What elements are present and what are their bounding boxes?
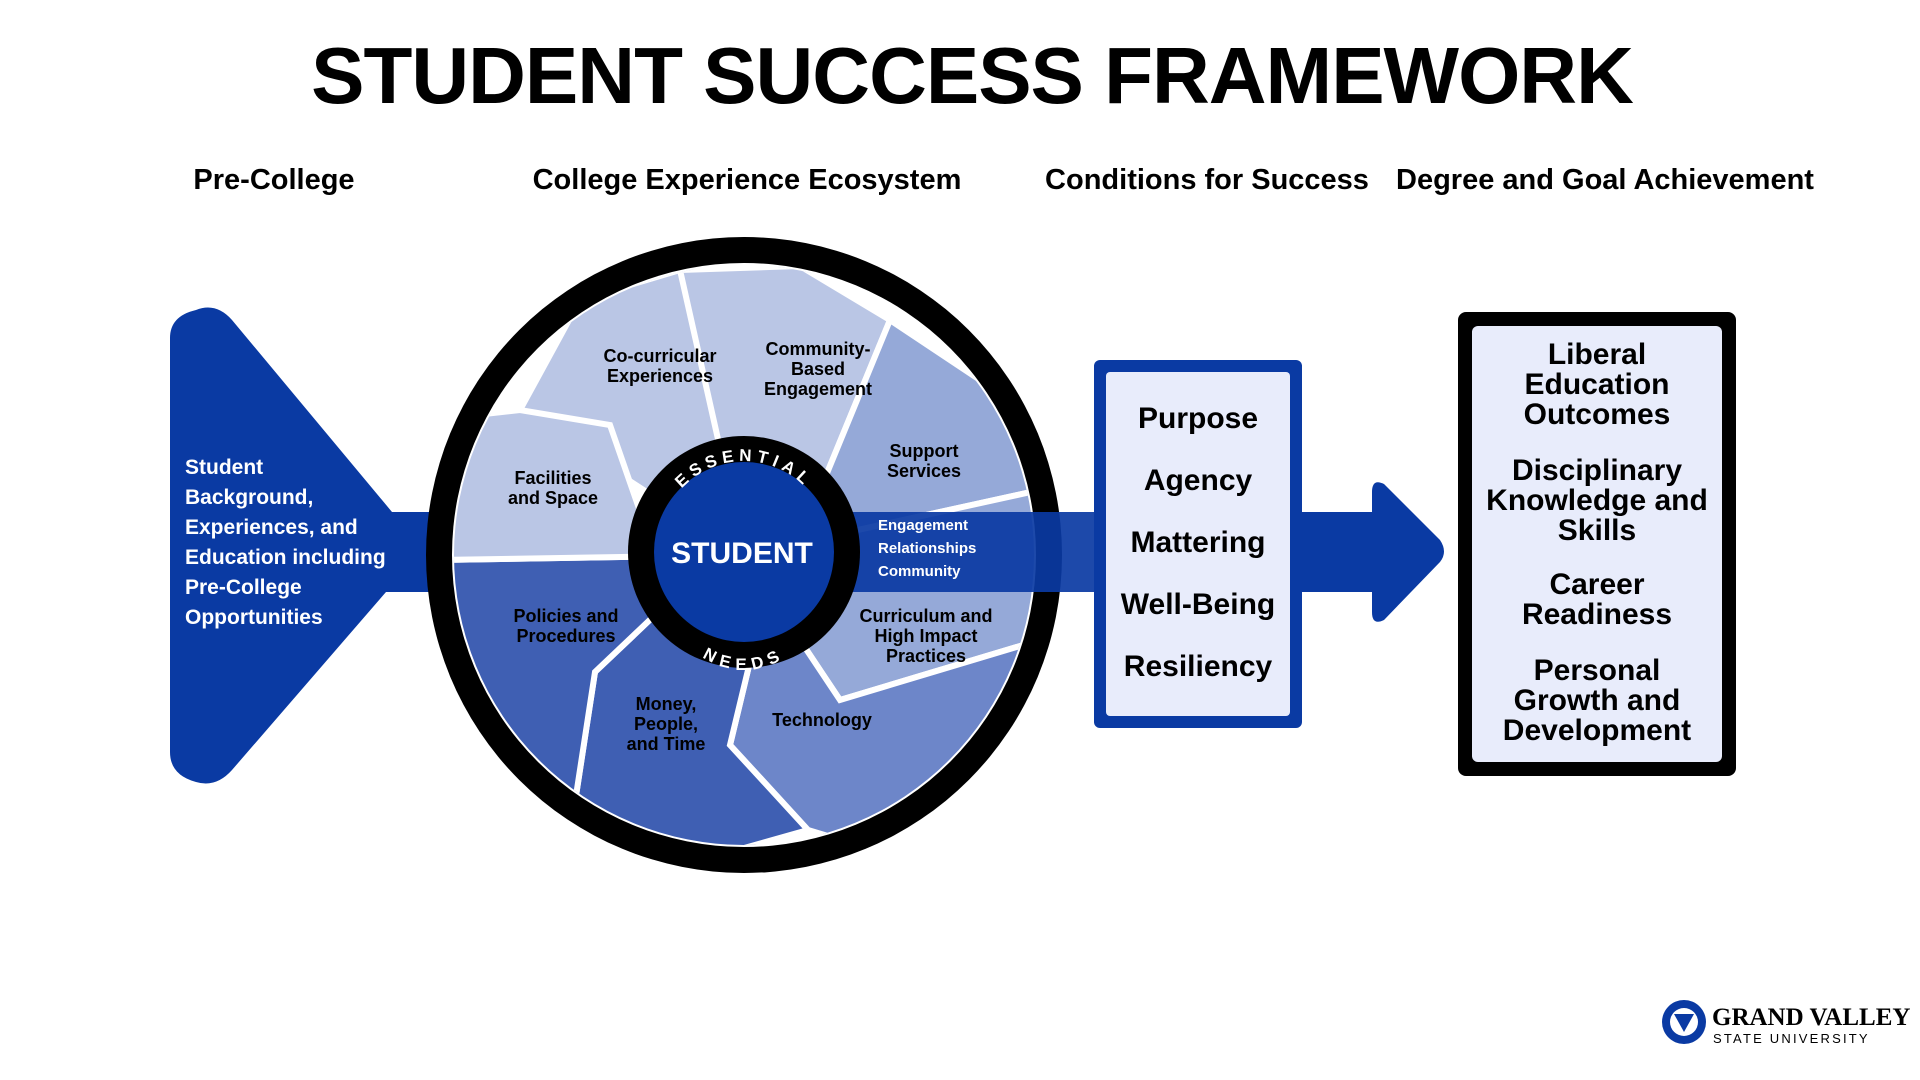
segment-label-technology: Technology bbox=[772, 710, 872, 730]
outcome-personal-growth: Growth and bbox=[1514, 684, 1681, 717]
outcomes-list: LiberalEducationOutcomesDisciplinaryKnow… bbox=[1486, 338, 1708, 747]
segment-label-support-services: Services bbox=[887, 461, 961, 481]
page-title: STUDENT SUCCESS FRAMEWORK bbox=[311, 31, 1634, 120]
outcome-disciplinary-knowledge: Disciplinary bbox=[1512, 454, 1682, 487]
segment-label-co-curricular: Experiences bbox=[607, 366, 713, 386]
outcome-liberal-education: Liberal bbox=[1548, 338, 1646, 371]
gvsu-logo-mark-v bbox=[1674, 1014, 1694, 1032]
segment-label-money-people-time: People, bbox=[634, 714, 698, 734]
outcome-liberal-education: Education bbox=[1524, 368, 1669, 401]
pre-college-line: Experiences, and bbox=[185, 516, 358, 539]
outcomes-box bbox=[1472, 326, 1722, 762]
outcome-disciplinary-knowledge: Skills bbox=[1558, 514, 1636, 547]
segment-label-community-based: Engagement bbox=[764, 379, 872, 399]
segment-label-facilities: Facilities bbox=[514, 468, 591, 488]
segment-label-community-based: Community- bbox=[766, 339, 871, 359]
logo-line2: STATE UNIVERSITY bbox=[1713, 1031, 1870, 1046]
segment-label-community-based: Based bbox=[791, 359, 845, 379]
pre-college-shape bbox=[170, 307, 460, 784]
segment-labels: Co-curricularExperiencesCommunity-BasedE… bbox=[508, 339, 993, 754]
pre-college-line: Opportunities bbox=[185, 606, 323, 629]
segment-label-curriculum: High Impact bbox=[874, 626, 977, 646]
segment-label-policies: Policies and bbox=[513, 606, 618, 626]
header-ecosystem: College Experience Ecosystem bbox=[533, 164, 962, 196]
gvsu-logo: GRAND VALLEY STATE UNIVERSITY bbox=[1662, 1000, 1910, 1046]
segment-label-curriculum: Curriculum and bbox=[859, 606, 992, 626]
header-conditions: Conditions for Success bbox=[1045, 164, 1369, 196]
outcome-liberal-education: Outcomes bbox=[1524, 398, 1671, 431]
pre-college-line: Student bbox=[185, 456, 263, 479]
condition-item: Well-Being bbox=[1121, 588, 1275, 621]
pre-college-line: Background, bbox=[185, 486, 313, 509]
header-achievement: Degree and Goal Achievement bbox=[1396, 164, 1814, 196]
band-label: Relationships bbox=[878, 540, 976, 557]
segment-label-policies: Procedures bbox=[516, 626, 615, 646]
segment-label-co-curricular: Co-curricular bbox=[603, 346, 716, 366]
outcome-career-readiness: Career bbox=[1549, 568, 1644, 601]
condition-item: Mattering bbox=[1131, 526, 1266, 559]
condition-item: Purpose bbox=[1138, 402, 1258, 435]
center-label: STUDENT bbox=[671, 537, 813, 570]
conditions-list: PurposeAgencyMatteringWell-BeingResilien… bbox=[1121, 402, 1275, 683]
logo-line1: GRAND VALLEY bbox=[1712, 1004, 1910, 1031]
arrow-head bbox=[1372, 482, 1444, 622]
band-label: Community bbox=[878, 563, 961, 580]
band-label: Engagement bbox=[878, 517, 968, 534]
outcome-personal-growth: Personal bbox=[1534, 654, 1661, 687]
outcome-personal-growth: Development bbox=[1503, 714, 1691, 747]
segment-label-money-people-time: Money, bbox=[636, 694, 697, 714]
segment-label-money-people-time: and Time bbox=[627, 734, 706, 754]
segment-label-curriculum: Practices bbox=[886, 646, 966, 666]
pre-college-line: Pre-College bbox=[185, 576, 302, 599]
condition-item: Agency bbox=[1144, 464, 1253, 497]
condition-item: Resiliency bbox=[1124, 650, 1273, 683]
center-circle bbox=[654, 462, 834, 642]
outcome-disciplinary-knowledge: Knowledge and bbox=[1486, 484, 1708, 517]
outcome-career-readiness: Readiness bbox=[1522, 598, 1672, 631]
conditions-box bbox=[1106, 372, 1290, 716]
pre-college-line: Education including bbox=[185, 546, 386, 569]
segment-label-facilities: and Space bbox=[508, 488, 598, 508]
header-pre-college: Pre-College bbox=[193, 164, 354, 196]
segment-label-support-services: Support bbox=[890, 441, 959, 461]
